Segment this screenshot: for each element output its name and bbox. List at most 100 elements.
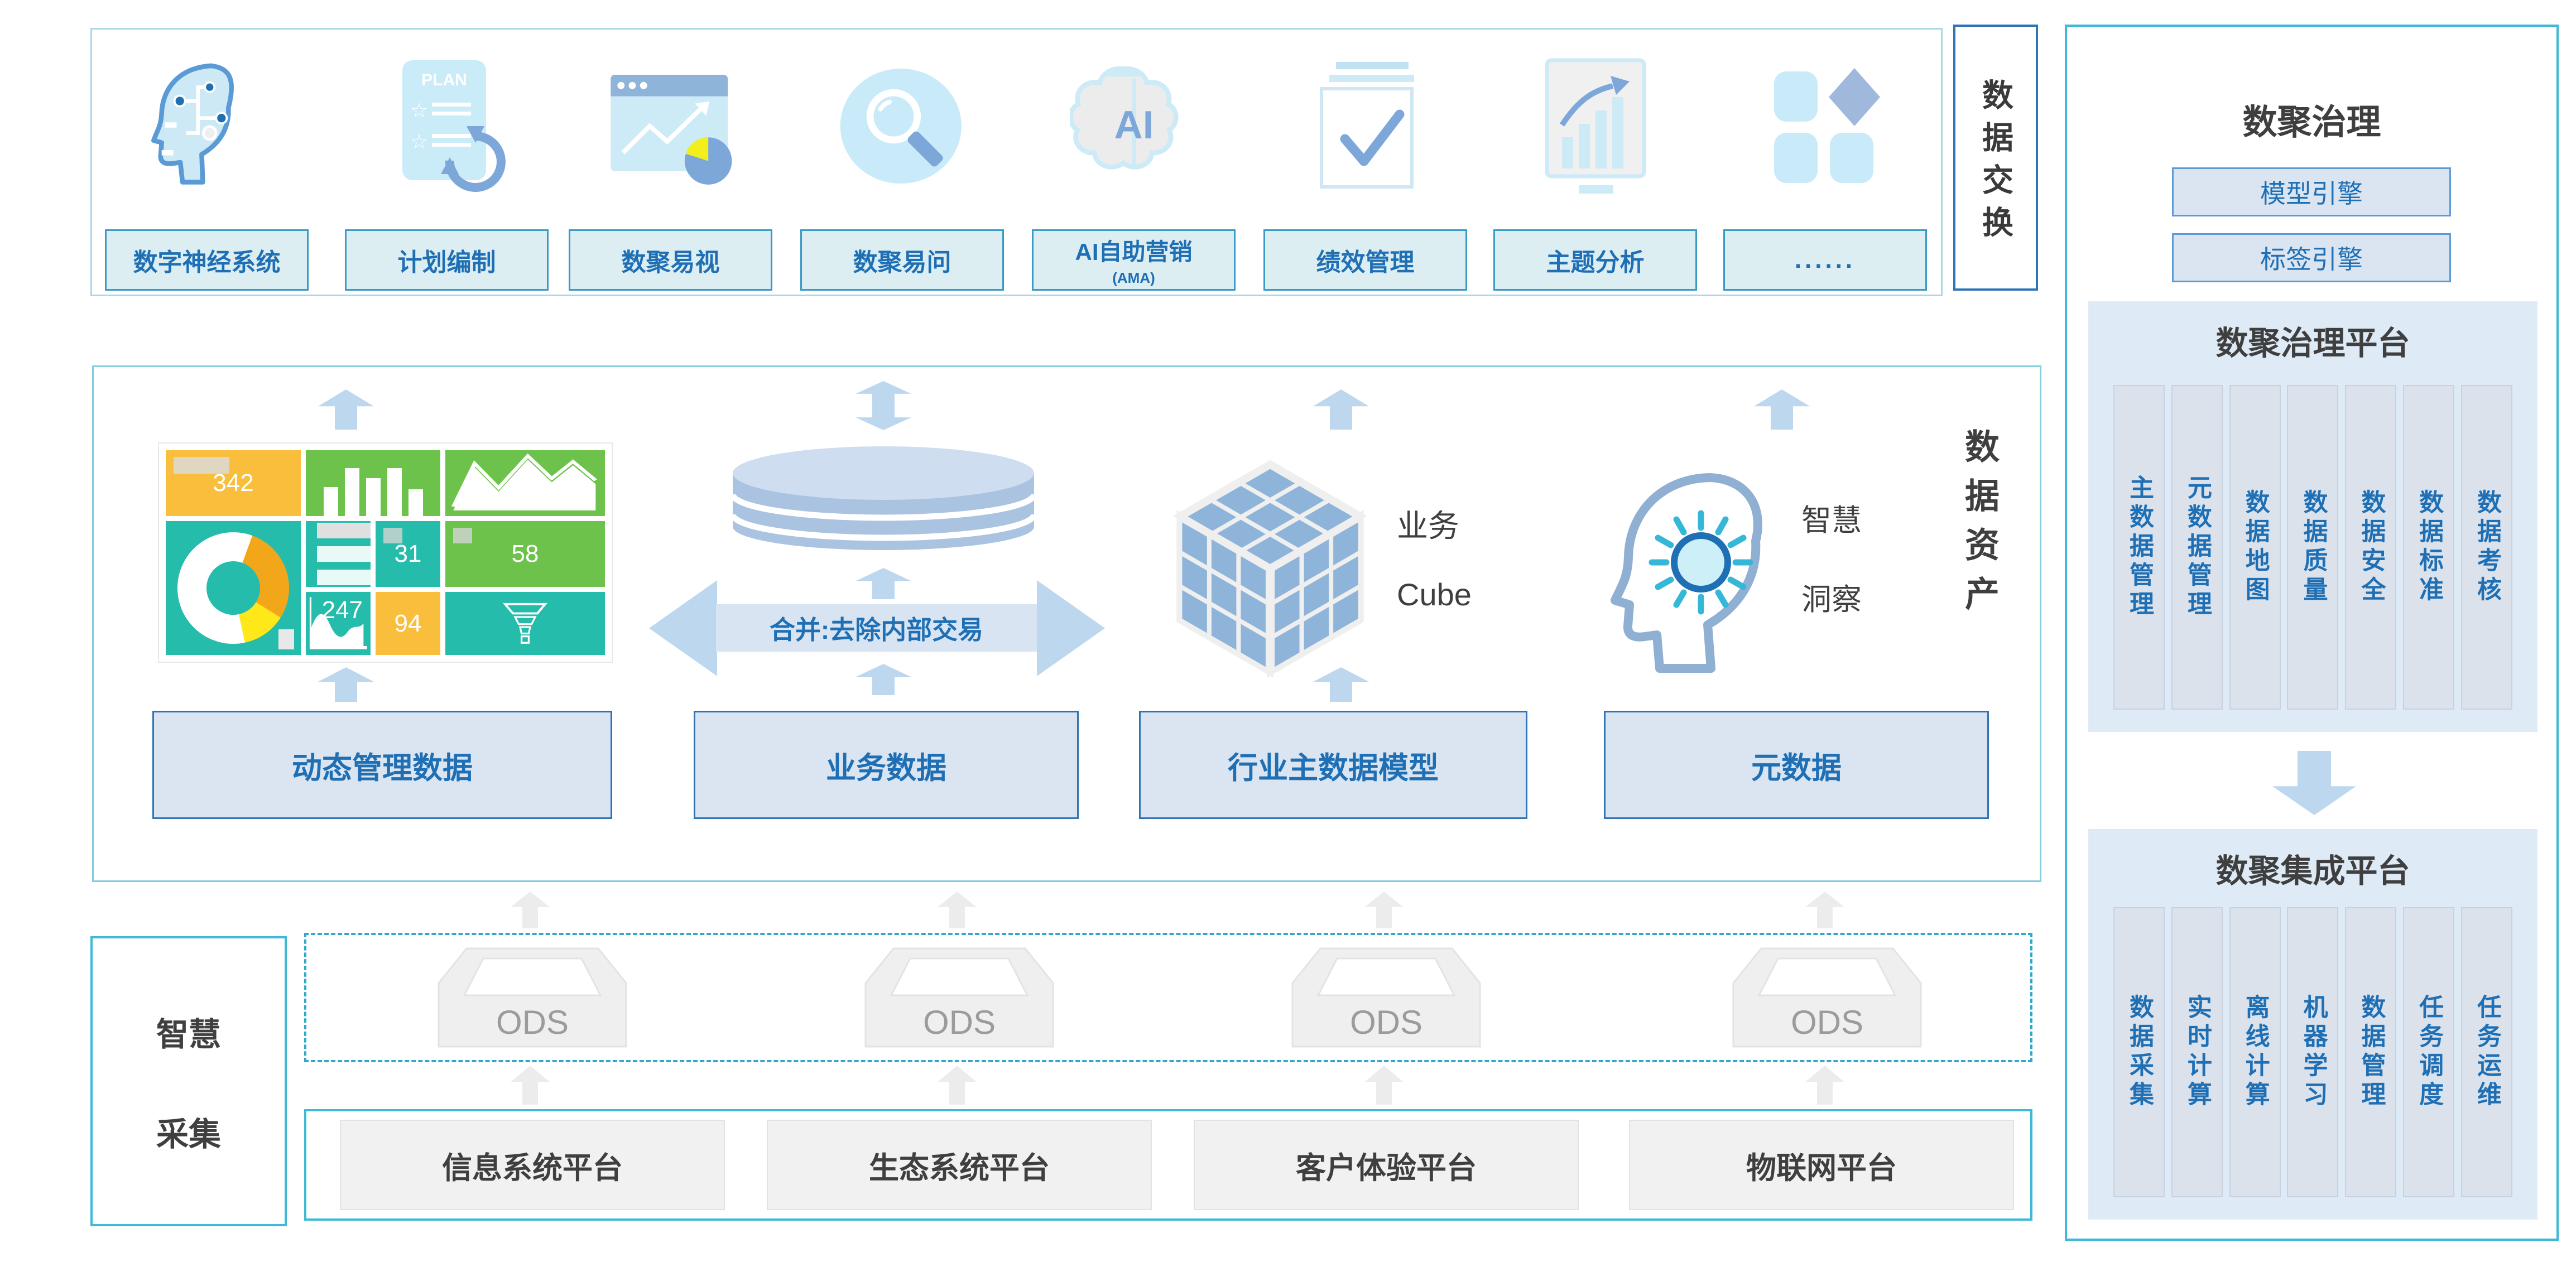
magnifier-icon: [838, 52, 967, 200]
data-box-label: 元数据: [1751, 751, 1842, 785]
funnel-glyph: [502, 603, 548, 644]
kpi-value: 58: [511, 540, 539, 567]
app-sublabel: (AMA): [1112, 269, 1155, 286]
kpi-tile-58: 58: [445, 521, 605, 587]
column-data-standard: 数据标准: [2403, 385, 2455, 710]
kpi-value: 31: [394, 540, 422, 567]
bar-chart-glyph: [323, 450, 423, 516]
up-arrow-icon: [318, 667, 374, 702]
svg-text:☆: ☆: [410, 99, 428, 122]
platform-label: 信息系统平台: [442, 1151, 623, 1185]
smart-collection-label-line1: 智慧: [156, 1016, 221, 1053]
chart-window-icon: [607, 52, 735, 200]
dashboard-mosaic: 342 31: [158, 442, 613, 663]
gray-up-arrow-icon: [511, 1066, 550, 1105]
app-label: 计划编制: [397, 249, 496, 276]
ods-icon: ODS: [864, 947, 1054, 1048]
app-grid-icon: [1761, 52, 1890, 200]
data-exchange-label: 数据交换: [1978, 78, 2013, 248]
text-lines-tile: [306, 521, 371, 587]
column-data-mgmt: 数据管理: [2345, 907, 2397, 1197]
app-box-more: ......: [1723, 229, 1927, 291]
top-apps-section: PLAN ☆ ☆: [90, 28, 1943, 296]
app-box-planning: 计划编制: [345, 229, 549, 291]
donut-chart-tile: [166, 521, 301, 655]
app-box-digital-neural: 数字神经系统: [105, 229, 309, 291]
data-box-dynamic-mgmt: 动态管理数据: [152, 711, 612, 819]
gray-up-arrow-icon: [1805, 892, 1844, 928]
wave-chart-glyph: [309, 597, 367, 649]
down-arrow-icon: [2272, 751, 2356, 815]
svg-text:ODS: ODS: [1350, 1004, 1422, 1041]
data-box-label: 行业主数据模型: [1228, 751, 1439, 785]
svg-text:ODS: ODS: [923, 1004, 996, 1041]
up-arrow-icon: [856, 664, 911, 695]
gray-up-arrow-icon: [1805, 1066, 1844, 1105]
trend-card-icon: [1531, 52, 1660, 200]
area-chart-tile: [445, 450, 605, 516]
engine-label: 模型引擎: [2260, 179, 2363, 208]
cube-caption-line2: Cube: [1397, 577, 1472, 612]
platform-iot: 物联网平台: [1629, 1120, 2014, 1210]
merge-arrow-label: 合并:去除内部交易: [769, 615, 984, 644]
app-box-data-query: 数聚易问: [800, 229, 1004, 291]
platform-label: 物联网平台: [1746, 1151, 1897, 1185]
column-task-schedule: 任务调度: [2403, 907, 2455, 1197]
app-box-topic-analysis: 主题分析: [1493, 229, 1697, 291]
up-arrow-icon: [1313, 389, 1369, 430]
governance-platform-panel: 数聚治理平台 主数据管理 元数据管理 数据地图 数据质量 数据安全 数据标准 数…: [2088, 301, 2537, 732]
platform-customer-exp: 客户体验平台: [1194, 1120, 1579, 1210]
up-down-arrow-icon: [856, 381, 911, 430]
app-box-ai-marketing: AI自助营销 (AMA): [1032, 229, 1236, 291]
data-exchange-box: 数据交换: [1953, 25, 2038, 291]
data-box-industry-model: 行业主数据模型: [1139, 711, 1527, 819]
data-box-metadata: 元数据: [1604, 711, 1989, 819]
kpi-value: 247: [321, 596, 363, 624]
source-platforms-container: 信息系统平台 生态系统平台 客户体验平台 物联网平台: [304, 1109, 2032, 1221]
column-metadata-mgmt: 元数据管理: [2171, 385, 2223, 710]
column-data-quality: 数据质量: [2287, 385, 2339, 710]
neural-head-icon: [143, 52, 271, 200]
column-data-security: 数据安全: [2345, 385, 2397, 710]
platform-ecosystem: 生态系统平台: [767, 1120, 1152, 1210]
up-arrow-icon: [1754, 389, 1810, 430]
area-chart-glyph: [451, 453, 598, 510]
app-label: 数聚易问: [853, 249, 951, 276]
column-data-map: 数据地图: [2229, 385, 2281, 710]
recycle-glyph: [441, 126, 506, 192]
tag-engine-box: 标签引擎: [2172, 233, 2451, 282]
ai-brain-icon: AI: [1070, 52, 1198, 200]
svg-text:ODS: ODS: [496, 1004, 569, 1041]
platform-info-system: 信息系统平台: [340, 1120, 725, 1210]
column-realtime-compute: 实时计算: [2171, 907, 2223, 1197]
check-doc-icon: [1301, 52, 1430, 200]
smart-collection-box: 智慧 采集: [90, 936, 287, 1226]
app-label: 绩效管理: [1316, 249, 1415, 276]
governance-title: 数聚治理: [2242, 103, 2381, 142]
plan-document-icon: PLAN ☆ ☆: [383, 52, 511, 200]
ods-icon: ODS: [1291, 947, 1481, 1048]
up-arrow-icon: [318, 389, 374, 430]
engine-label: 标签引擎: [2260, 245, 2363, 274]
column-data-collect: 数据采集: [2113, 907, 2165, 1197]
svg-text:PLAN: PLAN: [421, 71, 467, 89]
insight-head-icon: [1611, 473, 1762, 673]
app-label: 数聚易视: [621, 249, 720, 276]
integration-platform-title: 数聚集成平台: [2215, 853, 2410, 889]
app-label: AI自助营销: [1075, 239, 1193, 265]
svg-text:☆: ☆: [410, 130, 428, 153]
data-box-label: 业务数据: [826, 751, 946, 785]
bar-chart-tile: [306, 450, 440, 516]
smart-collection-label-line2: 采集: [156, 1116, 221, 1153]
app-label: 主题分析: [1546, 249, 1645, 276]
kpi-tile-94: 94: [376, 592, 440, 655]
up-arrow-icon: [856, 568, 911, 599]
ods-icon: ODS: [438, 947, 627, 1048]
svg-text:ODS: ODS: [1791, 1004, 1863, 1041]
merge-arrow-band: 合并:去除内部交易: [716, 604, 1037, 652]
kpi-tile-342: 342: [166, 450, 301, 516]
ods-icon: ODS: [1732, 947, 1922, 1048]
app-label: ......: [1794, 246, 1856, 273]
svg-text:AI: AI: [1114, 103, 1154, 147]
